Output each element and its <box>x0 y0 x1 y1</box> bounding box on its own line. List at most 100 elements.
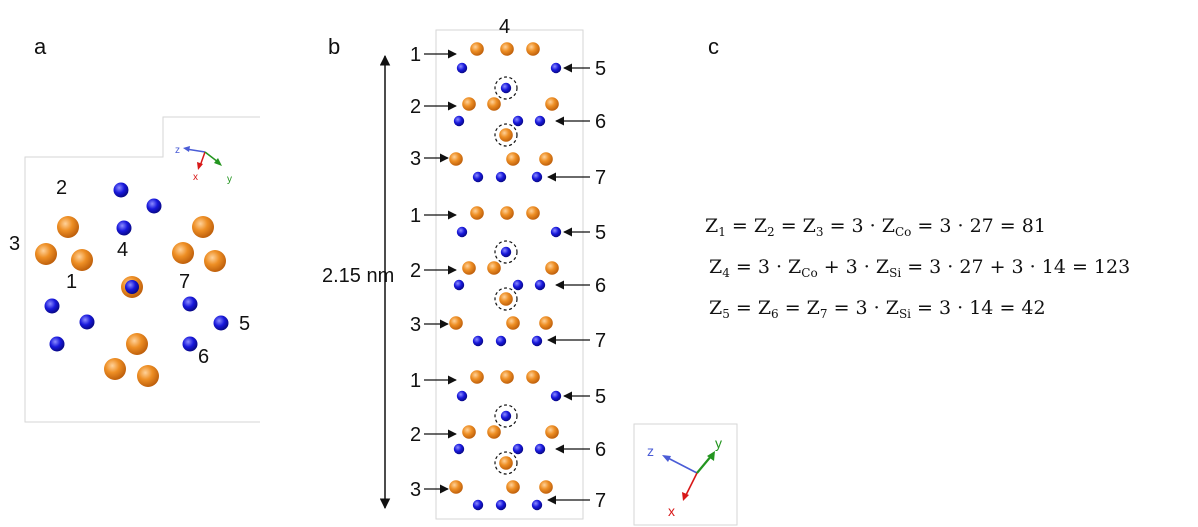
silicon-atom <box>453 115 465 127</box>
silicon-atom <box>534 115 546 127</box>
silicon-atom <box>49 336 65 352</box>
cobalt-atom <box>539 480 553 494</box>
axis-label-y: y <box>227 174 232 185</box>
silicon-atom <box>500 82 512 94</box>
cobalt-atom <box>462 425 476 439</box>
cobalt-atom <box>487 97 501 111</box>
cobalt-atom <box>192 216 214 238</box>
cobalt-atom <box>545 425 559 439</box>
silicon-atom <box>113 182 129 198</box>
equation-3: Z5 = Z6 = Z7 = 3 · ZSi = 3 · 14 = 42 <box>709 297 1046 321</box>
cobalt-atom <box>470 206 484 220</box>
axis-label-y: y <box>715 435 722 451</box>
cobalt-atom <box>470 42 484 56</box>
silicon-atom <box>512 443 524 455</box>
panel-b-atoms <box>449 42 562 511</box>
silicon-atom <box>116 220 132 236</box>
silicon-atom <box>500 410 512 422</box>
length-label: 2.15 nm <box>322 265 394 287</box>
axis-label-x: x <box>193 172 198 183</box>
left-label-2: 2 <box>410 96 421 118</box>
panel-a-frame <box>24 116 260 423</box>
cobalt-atom <box>172 242 194 264</box>
left-label-1: 1 <box>410 44 421 66</box>
equation-1: Z1 = Z2 = Z3 = 3 · ZCo = 3 · 27 = 81 <box>705 215 1046 239</box>
silicon-atom <box>550 390 562 402</box>
silicon-atom <box>550 226 562 238</box>
equation-2: Z4 = 3 · ZCo + 3 · ZSi = 3 · 27 + 3 · 14… <box>709 256 1130 280</box>
cobalt-atom <box>126 333 148 355</box>
cobalt-atom <box>539 316 553 330</box>
cobalt-atom <box>137 365 159 387</box>
silicon-atom <box>472 171 484 183</box>
panel-c-letter: c <box>708 34 719 59</box>
left-label-2: 2 <box>410 260 421 282</box>
silicon-atom <box>182 296 198 312</box>
cobalt-atom <box>104 358 126 380</box>
right-label-7: 7 <box>595 490 606 512</box>
silicon-atom <box>146 198 162 214</box>
cobalt-atom <box>500 370 514 384</box>
right-label-5: 5 <box>595 58 606 80</box>
label-6: 6 <box>198 346 209 368</box>
cobalt-atom <box>506 316 520 330</box>
right-label-6: 6 <box>595 275 606 297</box>
left-label-1: 1 <box>410 370 421 392</box>
silicon-atom <box>456 390 468 402</box>
cobalt-atom <box>500 42 514 56</box>
right-layer-labels: 5 6 7 5 6 7 5 6 7 <box>547 58 606 512</box>
axis-label-z: z <box>175 145 180 156</box>
highlight-ring <box>494 404 518 428</box>
cobalt-atom <box>462 97 476 111</box>
silicon-atom <box>512 279 524 291</box>
axis-triad-small: z x y <box>175 145 232 185</box>
cobalt-atom <box>545 261 559 275</box>
axis-label-x: x <box>668 503 675 519</box>
silicon-atom <box>456 226 468 238</box>
cobalt-atom <box>71 249 93 271</box>
silicon-atom <box>495 499 507 511</box>
label-2: 2 <box>56 177 67 199</box>
left-label-3: 3 <box>410 314 421 336</box>
silicon-atom <box>472 499 484 511</box>
cobalt-atom <box>506 152 520 166</box>
cobalt-atom <box>487 261 501 275</box>
highlight-ring <box>494 451 518 475</box>
cobalt-atom <box>57 216 79 238</box>
silicon-atom <box>456 62 468 74</box>
panel-c-equations: Z1 = Z2 = Z3 = 3 · ZCo = 3 · 27 = 81 Z4 … <box>705 215 1130 321</box>
panel-b-frame <box>435 29 584 520</box>
silicon-atom <box>453 443 465 455</box>
panel-b: 4 2.15 nm 1 2 3 1 2 3 1 2 3 <box>322 16 738 526</box>
silicon-atom <box>79 314 95 330</box>
axis-label-z: z <box>647 443 654 459</box>
silicon-atom <box>44 298 60 314</box>
label-7: 7 <box>179 271 190 293</box>
cobalt-atom <box>526 370 540 384</box>
cobalt-atom <box>499 128 513 142</box>
silicon-atom <box>531 335 543 347</box>
label-1: 1 <box>66 271 77 293</box>
cobalt-atom <box>470 370 484 384</box>
left-label-3: 3 <box>410 479 421 501</box>
label-5: 5 <box>239 313 250 335</box>
center-silicon-atom <box>125 280 139 294</box>
right-label-7: 7 <box>595 167 606 189</box>
silicon-atom <box>500 246 512 258</box>
cobalt-atom <box>204 250 226 272</box>
silicon-atom <box>550 62 562 74</box>
cobalt-atom <box>499 456 513 470</box>
silicon-atom <box>182 336 198 352</box>
silicon-atom <box>213 315 229 331</box>
right-label-5: 5 <box>595 222 606 244</box>
left-label-1: 1 <box>410 205 421 227</box>
cobalt-atom <box>539 152 553 166</box>
highlight-ring <box>494 76 518 100</box>
silicon-atom <box>531 499 543 511</box>
axis-triad-large: z x y <box>633 423 738 526</box>
cobalt-atom <box>500 206 514 220</box>
left-layer-labels: 1 2 3 1 2 3 1 2 3 <box>410 44 457 501</box>
left-label-2: 2 <box>410 424 421 446</box>
silicon-atom <box>453 279 465 291</box>
